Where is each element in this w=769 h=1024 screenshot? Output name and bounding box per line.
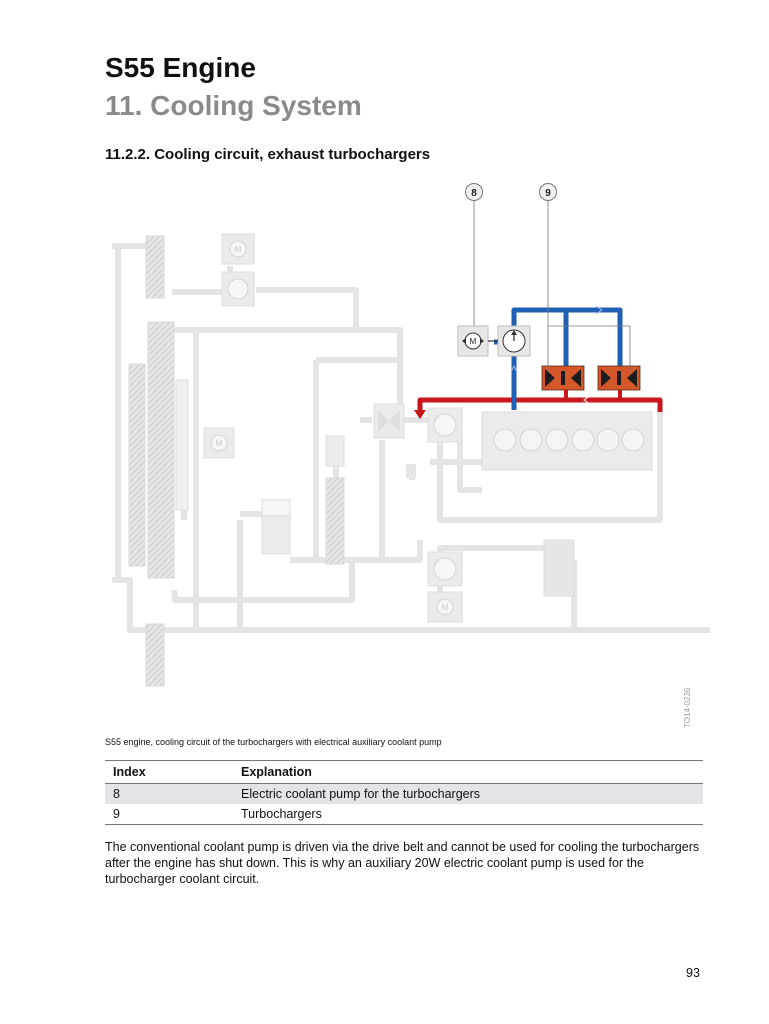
row-explanation: Electric coolant pump for the turbocharg…: [233, 783, 703, 804]
index-table: Index Explanation 8 Electric coolant pum…: [105, 760, 703, 825]
callout-8-label: 8: [471, 188, 477, 199]
row-index: 8: [105, 783, 233, 804]
body-paragraph: The conventional coolant pump is driven …: [105, 840, 700, 886]
electric-coolant-pump: M: [457, 325, 531, 357]
cooling-circuit-diagram: M M M: [112, 183, 710, 728]
callout-9-label: 9: [545, 188, 551, 199]
callout-8: 8: [465, 183, 483, 201]
table-row: 9 Turbochargers: [105, 804, 703, 825]
page-number: 93: [686, 966, 700, 980]
inactive-components: M M M: [128, 233, 653, 687]
section-title: 11.2.2. Cooling circuit, exhaust turboch…: [105, 146, 431, 163]
cold-coolant-line: [494, 307, 623, 410]
hot-line-arrow: [414, 410, 426, 419]
chapter-title: 11. Cooling System: [105, 90, 362, 121]
callout-leaders: [473, 200, 631, 372]
page-title: S55 Engine: [105, 52, 256, 83]
figure-code: TO14-0236: [683, 687, 692, 728]
svg-text:M: M: [470, 337, 477, 346]
turbocharger-right: [597, 365, 641, 391]
svg-text:M: M: [216, 439, 223, 448]
figure-caption: S55 engine, cooling circuit of the turbo…: [105, 737, 442, 747]
hot-coolant-line: [417, 397, 663, 412]
svg-text:M: M: [442, 603, 449, 612]
table-header-row: Index Explanation: [105, 760, 703, 784]
column-header-index: Index: [105, 760, 233, 784]
column-header-explanation: Explanation: [233, 760, 703, 784]
turbocharger-left: [541, 365, 585, 391]
row-index: 9: [105, 804, 233, 825]
row-explanation: Turbochargers: [233, 804, 703, 825]
callout-9: 9: [539, 183, 557, 201]
table-row: 8 Electric coolant pump for the turbocha…: [105, 783, 703, 804]
svg-text:M: M: [235, 245, 242, 254]
